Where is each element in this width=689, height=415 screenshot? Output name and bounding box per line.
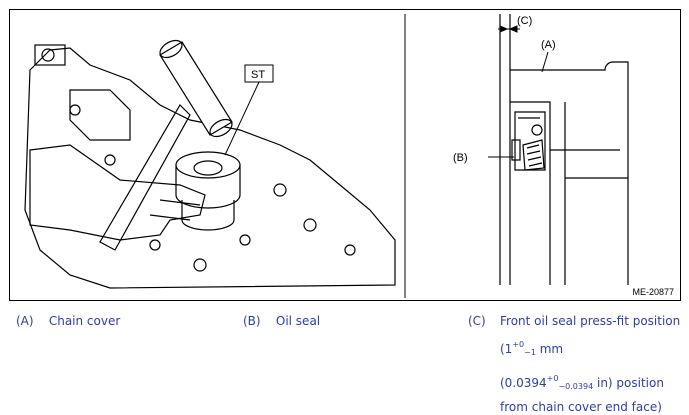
legend-c-val1-plus: +0 — [512, 340, 525, 349]
leader-a — [541, 51, 549, 73]
dimension-c — [498, 25, 520, 33]
legend-a-text: Chain cover — [48, 314, 121, 328]
legend-c-key: (C) — [468, 314, 486, 328]
legend-c-val2-minus: −0.0394 — [558, 382, 594, 391]
legend-a-key: (A) — [16, 314, 34, 328]
figure-id: ME-20877 — [632, 287, 674, 297]
figure-drawing: ST (C) (A) — [24, 14, 629, 298]
legend-b-key: (B) — [243, 314, 261, 328]
legend-b: (B) Oil seal — [243, 313, 320, 329]
legend-b-text: Oil seal — [275, 314, 321, 328]
legend-c-val2-base: (0.0394 — [500, 376, 547, 390]
legend-c-line2: (1+0−1 mm — [500, 337, 686, 361]
st-leader — [224, 81, 260, 156]
legend-c-val1-base: (1 — [500, 342, 513, 356]
legend-c-val2-plus: +0 — [546, 374, 559, 383]
callout-b: (B) — [453, 152, 468, 164]
st-label: ST — [251, 69, 265, 81]
legend-c-text: Front oil seal press-fit position (1+0−1… — [500, 313, 686, 415]
legend-c-val1-unit: mm — [535, 342, 564, 356]
callout-c: (C) — [517, 15, 532, 27]
legend-c-line3: (0.0394+0−0.0394 in) position — [500, 371, 686, 395]
legend-c-val2-unit: in) position — [593, 376, 664, 390]
legend-a: (A) Chain cover — [16, 313, 120, 329]
legend-c-line4: from chain cover end face) — [500, 400, 662, 414]
legend-c-val1-minus: −1 — [524, 348, 536, 357]
section-illustration — [499, 14, 629, 285]
legend-c-line1: Front oil seal press-fit position — [500, 314, 681, 328]
callout-a: (A) — [541, 39, 556, 51]
service-figure: ST (C) (A) — [9, 9, 681, 301]
engine-illustration — [24, 39, 396, 289]
